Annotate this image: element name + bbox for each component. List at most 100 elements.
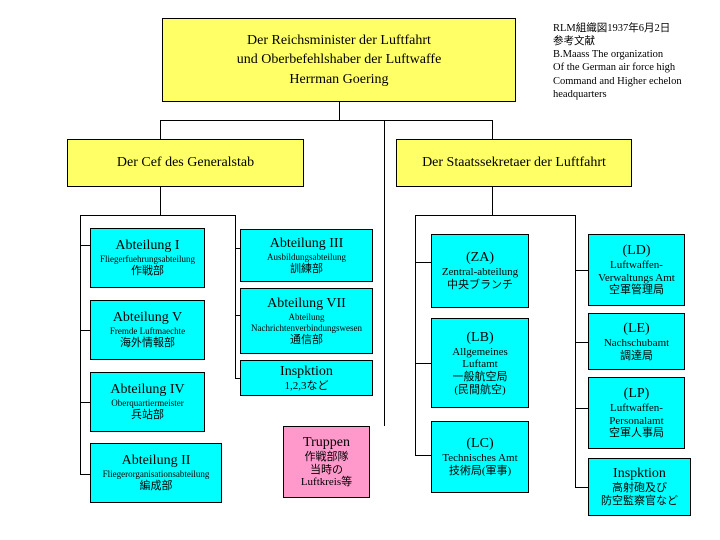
lp-jp: 空軍人事局: [609, 427, 664, 440]
inspektion-2-box: Inspktion 高射砲及び 防空監察官など: [588, 458, 691, 516]
abteilung-5-jp: 海外情報部: [120, 337, 175, 350]
note-line-3: B.Maass The organization: [553, 49, 664, 61]
abteilung-3-jp: 訓練部: [290, 262, 323, 275]
abteilung-1-jp: 作戦部: [131, 265, 164, 278]
lb-title: (LB): [466, 329, 494, 345]
truppen-jp-1: 作戦部隊: [304, 451, 349, 464]
ld-line-2: Verwaltungs Amt: [598, 271, 675, 284]
abteilung-7-jp: 通信部: [290, 333, 323, 346]
connector: [160, 120, 492, 121]
lp-line-2: Personalamt: [609, 414, 664, 427]
connector: [492, 120, 493, 139]
lb-line-1: Allgemeines: [452, 345, 508, 358]
top-line-1: Der Reichsminister der Luftfahrt: [247, 32, 431, 48]
connector: [575, 270, 588, 271]
staatssekretaer-box: Der Staatssekretaer der Luftfahrt: [396, 139, 632, 187]
lc-title: (LC): [466, 436, 494, 452]
connector: [415, 363, 431, 364]
ld-box: (LD) Luftwaffen- Verwaltungs Amt 空軍管理局: [588, 234, 685, 306]
abteilung-3-box: Abteilung III Ausbildungsabteilung 訓練部: [240, 229, 373, 282]
abteilung-4-title: Abteilung IV: [110, 382, 185, 398]
connector: [415, 455, 431, 456]
connector: [160, 120, 161, 139]
truppen-jp-3: Luftkreis等: [300, 476, 353, 489]
abteilung-7-sub-2: Nachrichtenverbindungswesen: [251, 322, 362, 333]
connector: [415, 215, 575, 216]
truppen-box: Truppen 作戦部隊 当時の Luftkreis等: [283, 426, 370, 498]
connector: [492, 187, 493, 215]
inspektion-2-jp-1: 高射砲及び: [612, 482, 667, 495]
abteilung-7-box: Abteilung VII Abteilung Nachrichtenverbi…: [240, 288, 373, 354]
inspektion-box: Inspktion 1,2,3など: [240, 360, 373, 396]
top-line-3: Herrman Goering: [289, 71, 389, 87]
abteilung-5-title: Abteilung V: [112, 310, 183, 326]
staatssekretaer-label: Der Staatssekretaer der Luftfahrt: [422, 154, 606, 170]
ld-line-1: Luftwaffen-: [610, 259, 663, 272]
connector: [80, 474, 90, 475]
note-line-4: Of the German air force high: [553, 62, 676, 74]
abteilung-7-sub-1: Abteilung: [288, 311, 325, 322]
lb-box: (LB) Allgemeines Luftamt 一般航空局 (民間航空): [431, 318, 529, 408]
connector: [80, 402, 90, 403]
abteilung-2-box: Abteilung II Fliegerorganisationsabteilu…: [90, 443, 222, 503]
note-line-5: Command and Higher echelon: [553, 75, 682, 87]
connector: [415, 262, 431, 263]
connector: [80, 245, 90, 246]
abteilung-3-sub: Ausbildungsabteilung: [267, 251, 346, 262]
connector: [160, 187, 161, 215]
truppen-title: Truppen: [303, 434, 350, 450]
lb-jp-2: (民間航空): [454, 383, 506, 396]
connector: [80, 215, 81, 474]
source-note: RLM組織図1937年6月2日 参考文献 B.Maass The organiz…: [553, 22, 718, 101]
connector: [80, 215, 235, 216]
abteilung-4-box: Abteilung IV Oberquartiermeister 兵站部: [90, 372, 205, 432]
lp-line-1: Luftwaffen-: [610, 402, 663, 415]
abteilung-1-title: Abteilung I: [115, 238, 180, 254]
connector: [235, 215, 236, 378]
inspektion-2-title: Inspktion: [613, 466, 666, 482]
za-line-1: Zentral-abteilung: [441, 266, 519, 279]
abteilung-4-jp: 兵站部: [131, 409, 164, 422]
abteilung-3-title: Abteilung III: [269, 235, 344, 251]
generalstab-label: Der Cef des Generalstab: [116, 154, 255, 170]
connector: [575, 342, 588, 343]
za-title: (ZA): [466, 250, 494, 266]
connector: [235, 315, 240, 316]
inspektion-title: Inspktion: [280, 363, 333, 379]
lp-box: (LP) Luftwaffen- Personalamt 空軍人事局: [588, 377, 685, 449]
abteilung-4-sub: Oberquartiermeister: [111, 398, 184, 409]
reichsminister-box: Der Reichsminister der Luftfahrt und Obe…: [162, 18, 516, 102]
abteilung-1-sub: Fliegerfuehrungsabteilung: [100, 254, 195, 265]
le-jp: 調達局: [620, 349, 653, 362]
generalstab-box: Der Cef des Generalstab: [67, 139, 304, 187]
lp-title: (LP): [623, 385, 650, 401]
truppen-jp-2: 当時の: [310, 463, 343, 476]
le-box: (LE) Nachschubamt 調達局: [588, 313, 685, 370]
note-line-6: headquarters: [553, 88, 607, 100]
connector: [339, 102, 340, 120]
top-line-2: und Oberbefehlshaber der Luftwaffe: [236, 52, 442, 68]
note-line-1: RLM組織図1937年6月2日: [553, 23, 671, 34]
connector: [384, 120, 385, 426]
lc-box: (LC) Technisches Amt 技術局(軍事): [431, 421, 529, 493]
note-line-2: 参考文献: [553, 36, 595, 48]
ld-jp: 空軍管理局: [609, 284, 664, 297]
lc-line-1: Technisches Amt: [442, 452, 518, 465]
connector: [80, 330, 90, 331]
abteilung-5-sub: Fremde Luftmaechte: [109, 326, 186, 337]
connector: [235, 248, 240, 249]
za-jp: 中央ブランチ: [447, 279, 513, 292]
lb-jp-1: 一般航空局: [452, 371, 508, 384]
connector: [415, 215, 416, 455]
abteilung-2-title: Abteilung II: [121, 453, 191, 469]
connector: [575, 408, 588, 409]
inspektion-jp: 1,2,3など: [284, 379, 329, 392]
inspektion-2-jp-2: 防空監察官など: [601, 495, 678, 508]
ld-title: (LD): [622, 242, 651, 258]
connector: [575, 487, 588, 488]
le-title: (LE): [623, 320, 650, 336]
lc-jp: 技術局(軍事): [448, 465, 512, 478]
abteilung-5-box: Abteilung V Fremde Luftmaechte 海外情報部: [90, 300, 205, 360]
connector: [235, 378, 240, 379]
za-box: (ZA) Zentral-abteilung 中央ブランチ: [431, 234, 529, 308]
